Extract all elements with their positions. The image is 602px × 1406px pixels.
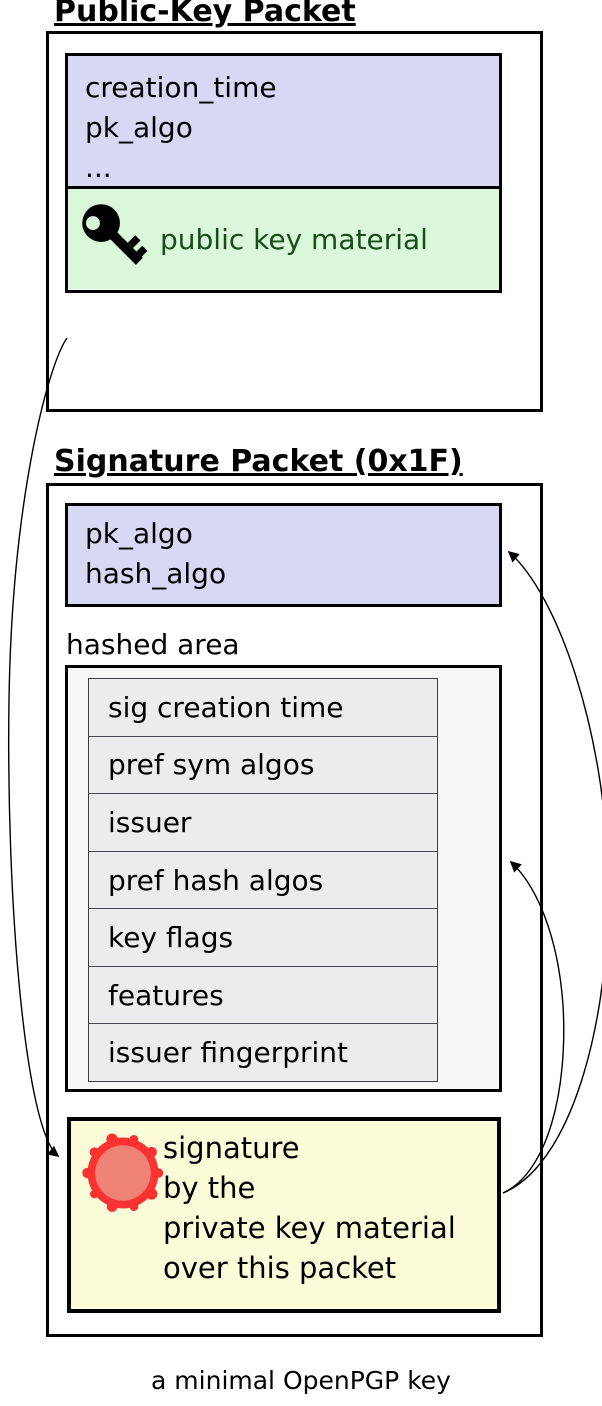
seal-icon [77, 1127, 169, 1223]
field-ellipsis: ... [85, 151, 112, 184]
signature-value-box: signature by the private key material ov… [67, 1117, 501, 1313]
signature-line: over this packet [163, 1251, 397, 1285]
diagram-caption: a minimal OpenPGP key [151, 1366, 451, 1395]
signature-fields-box: pk_algo hash_algo [65, 503, 502, 607]
key-icon [74, 196, 156, 282]
hashed-area-label: hashed area [66, 628, 240, 661]
public-key-material-box: public key material [68, 189, 499, 289]
public-key-packet-contents: creation_time pk_algo ... public key mat… [65, 53, 502, 293]
signature-packet-title: Signature Packet (0x1F) [54, 444, 463, 479]
public-key-fields-box: creation_time pk_algo ... [68, 56, 499, 189]
signature-description: signature by the private key material ov… [163, 1128, 456, 1288]
signature-line: private key material [163, 1211, 456, 1245]
field-pk-algo: pk_algo [85, 517, 193, 550]
public-key-packet-title: Public-Key Packet [54, 0, 356, 29]
subpacket-pref-hash-algos: pref hash algos [89, 852, 437, 910]
public-key-material-label: public key material [160, 222, 428, 256]
subpacket-issuer: issuer [89, 794, 437, 852]
field-pk-algo: pk_algo [85, 111, 193, 144]
signature-line: signature [163, 1131, 300, 1165]
subpacket-pref-sym-algos: pref sym algos [89, 737, 437, 795]
subpacket-sig-creation-time: sig creation time [89, 679, 437, 737]
subpacket-list: sig creation time pref sym algos issuer … [88, 678, 438, 1082]
hashed-area-box: sig creation time pref sym algos issuer … [65, 665, 502, 1092]
subpacket-issuer-fingerprint: issuer fingerprint [108, 1036, 349, 1070]
subpacket-features: features [89, 967, 437, 1025]
subpacket-key-flags: key flags [89, 909, 437, 967]
field-hash-algo: hash_algo [85, 557, 227, 590]
signature-line: by the [163, 1171, 256, 1205]
field-creation-time: creation_time [85, 71, 277, 104]
